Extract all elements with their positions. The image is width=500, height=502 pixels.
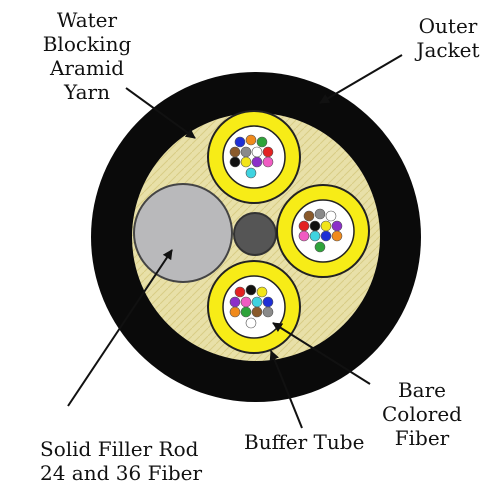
colored-fiber — [245, 284, 257, 296]
label-water-blocking-aramid-yarn: Water Blocking Aramid Yarn — [22, 8, 152, 104]
colored-fiber — [331, 230, 343, 242]
colored-fiber — [331, 220, 343, 232]
colored-fiber — [256, 136, 268, 148]
colored-fiber — [303, 210, 315, 222]
colored-fiber — [251, 296, 263, 308]
center-strength-member — [233, 212, 277, 256]
colored-fiber — [298, 220, 310, 232]
colored-fiber — [234, 136, 246, 148]
colored-fiber — [262, 146, 274, 158]
label-line: Bare — [397, 378, 447, 402]
label-line: Outer — [418, 14, 478, 38]
label-line: Yarn — [63, 80, 110, 104]
colored-fiber — [314, 208, 326, 220]
colored-fiber — [240, 156, 252, 168]
colored-fiber — [251, 146, 263, 158]
colored-fiber — [245, 167, 257, 179]
arrow-buffer-tube — [269, 350, 303, 429]
label-line: 24 and 36 Fiber — [40, 461, 203, 485]
label-line: Aramid — [49, 56, 125, 80]
buffer-tube-bore — [222, 275, 286, 339]
label-line: Blocking — [42, 32, 132, 56]
colored-fiber — [320, 230, 332, 242]
colored-fiber — [245, 134, 257, 146]
colored-fiber — [325, 210, 337, 222]
colored-fiber — [262, 156, 274, 168]
buffer-tube-bore — [222, 125, 286, 189]
label-buffer-tube: Buffer Tube — [244, 430, 364, 454]
arrow-water-blocking — [125, 87, 196, 139]
buffer-tube-bore — [291, 199, 355, 263]
colored-fiber — [314, 241, 326, 253]
colored-fiber — [309, 220, 321, 232]
colored-fiber — [229, 296, 241, 308]
colored-fiber — [256, 286, 268, 298]
arrow-bare-fiber — [272, 322, 371, 385]
colored-fiber — [251, 156, 263, 168]
colored-fiber — [234, 286, 246, 298]
colored-fiber — [229, 306, 241, 318]
label-line: Jacket — [416, 38, 480, 62]
colored-fiber — [320, 220, 332, 232]
arrow-filler-rod — [67, 249, 173, 407]
label-line: Buffer Tube — [244, 430, 365, 454]
arrow-outer-jacket — [319, 54, 403, 104]
label-line: Fiber — [394, 426, 450, 450]
solid-filler-rod — [133, 183, 233, 283]
label-line: Water — [56, 8, 118, 32]
label-solid-filler-rod: Solid Filler Rod 24 and 36 Fiber — [40, 437, 202, 485]
label-line: Colored — [382, 402, 462, 426]
colored-fiber — [240, 296, 252, 308]
colored-fiber — [251, 306, 263, 318]
colored-fiber — [240, 146, 252, 158]
colored-fiber — [298, 230, 310, 242]
colored-fiber — [229, 146, 241, 158]
colored-fiber — [262, 306, 274, 318]
colored-fiber — [262, 296, 274, 308]
label-bare-colored-fiber: Bare Colored Fiber — [372, 378, 472, 450]
label-outer-jacket: Outer Jacket — [398, 14, 498, 62]
colored-fiber — [309, 230, 321, 242]
label-line: Solid Filler Rod — [40, 437, 199, 461]
colored-fiber — [229, 156, 241, 168]
colored-fiber — [240, 306, 252, 318]
colored-fiber — [245, 317, 257, 329]
